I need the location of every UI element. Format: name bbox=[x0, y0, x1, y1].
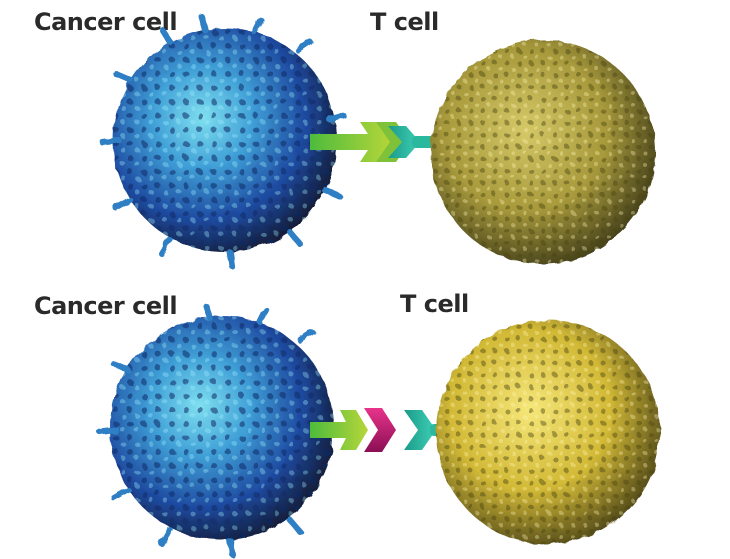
t-cell-label-bottom: T cell bbox=[400, 290, 469, 318]
t-cell-top bbox=[431, 40, 655, 264]
cancer-cell-label-bottom: Cancer cell bbox=[34, 292, 178, 320]
t-cell-bottom bbox=[436, 320, 660, 544]
receptor-arrow-bottom bbox=[310, 410, 368, 450]
blocking-antibody-bottom bbox=[364, 408, 396, 452]
t-cell-label-top: T cell bbox=[370, 8, 439, 36]
t-cell-receptor-top bbox=[388, 126, 436, 158]
cancer-cell-bottom bbox=[97, 303, 334, 557]
cancer-cell-label-top: Cancer cell bbox=[34, 8, 178, 36]
top-panel bbox=[99, 13, 655, 269]
bottom-panel bbox=[97, 303, 660, 557]
cancer-cell-top bbox=[99, 13, 347, 269]
